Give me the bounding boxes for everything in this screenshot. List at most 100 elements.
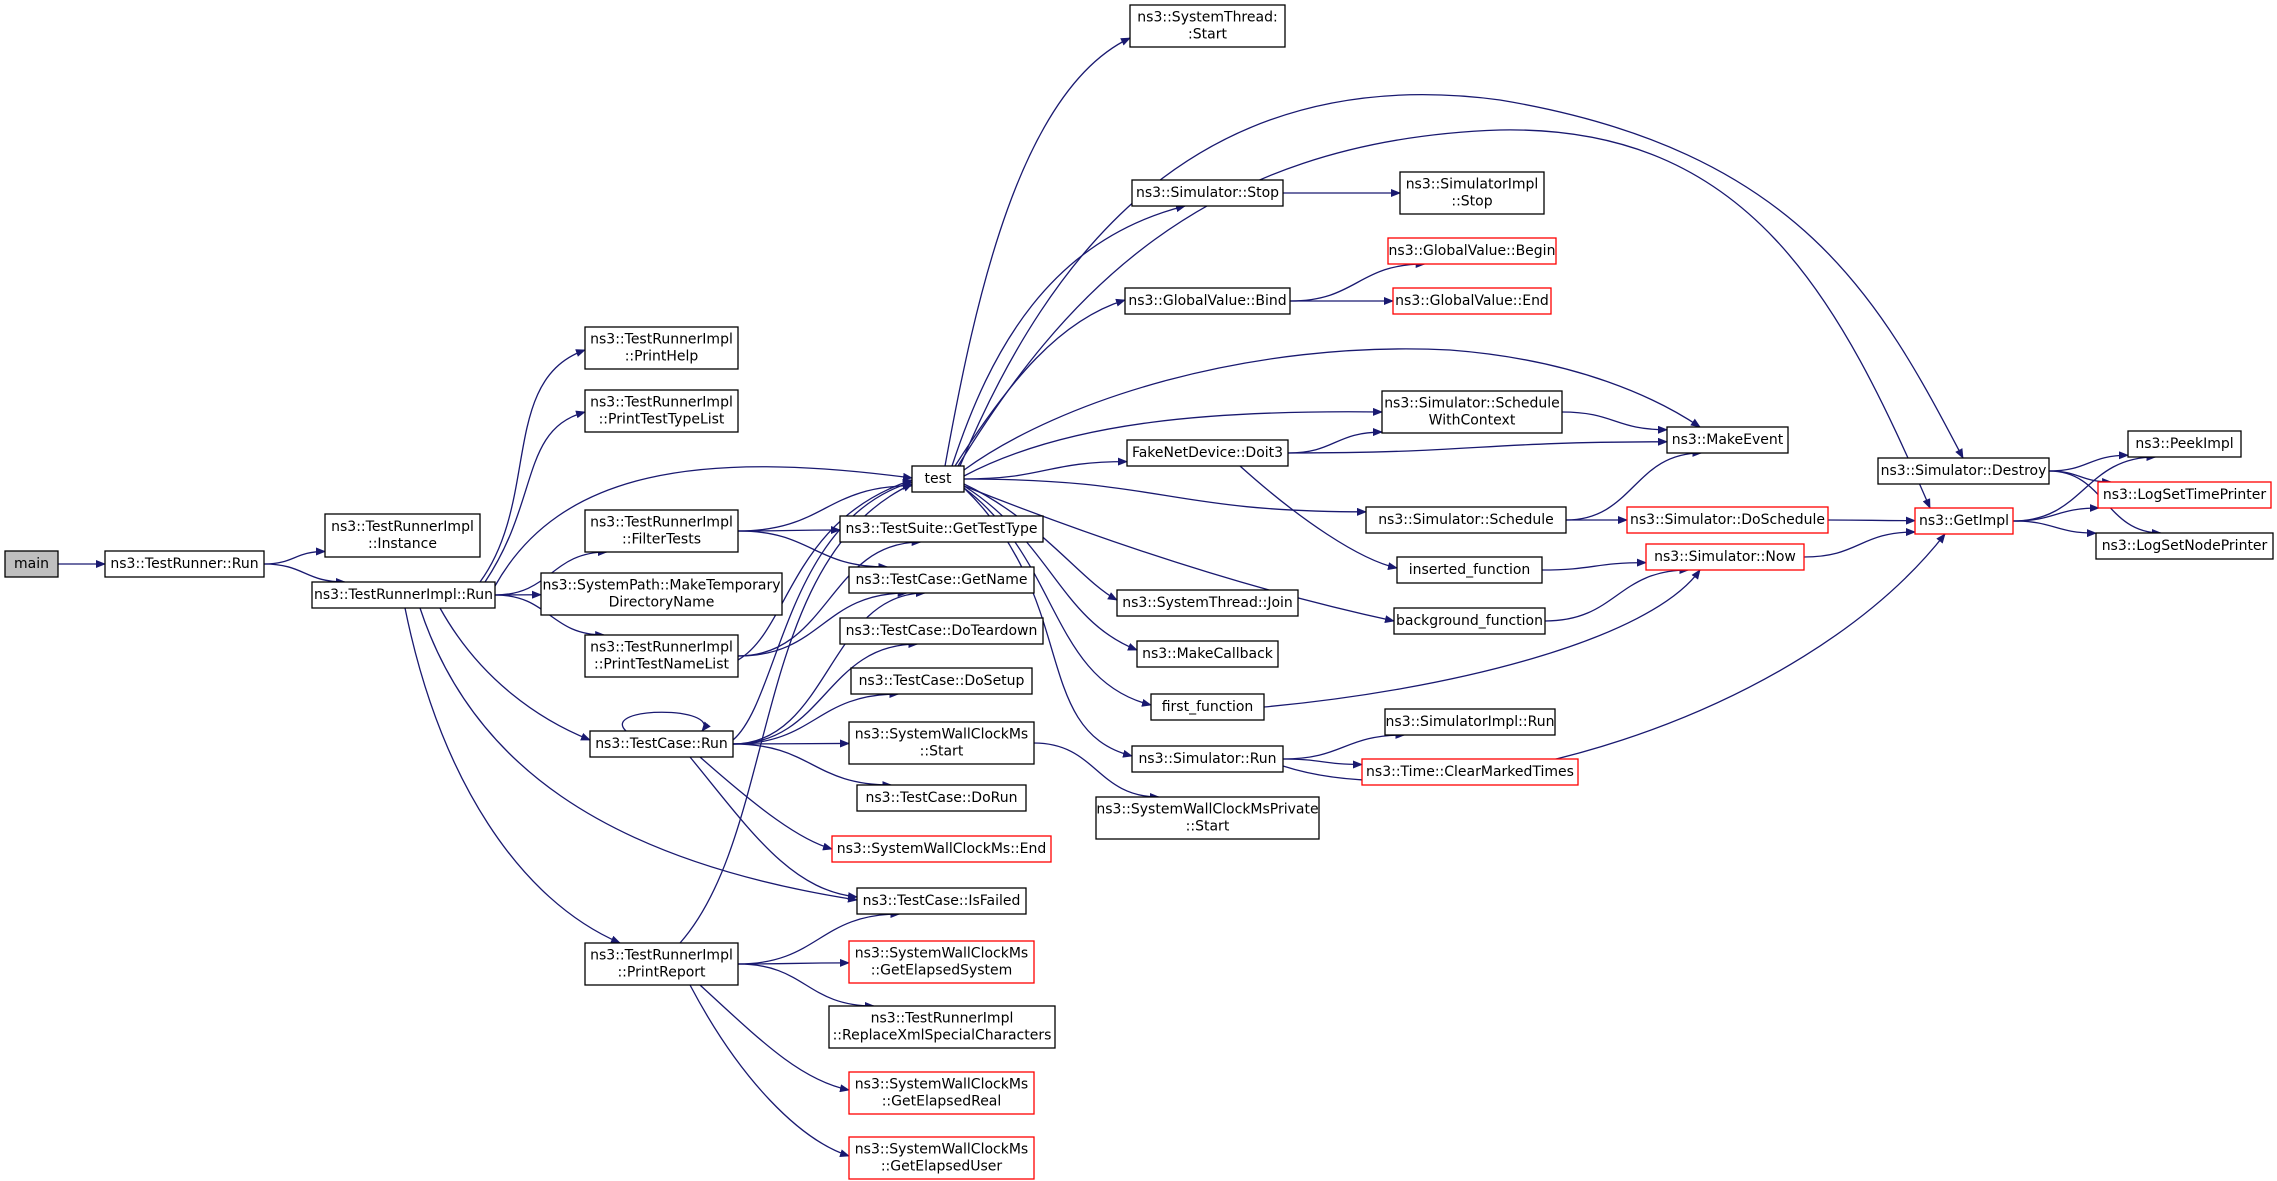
node-get-name[interactable]: ns3::TestCase::GetName (848, 566, 1035, 594)
node-do-setup[interactable]: ns3::TestCase::DoSetup (850, 667, 1033, 695)
node-label: ns3::TestRunnerImpl (590, 395, 733, 411)
node-instance[interactable]: ns3::TestRunnerImpl::Instance (324, 513, 481, 558)
node-label: ns3::TestRunnerImpl::Run (314, 587, 493, 603)
node-systhread-start[interactable]: ns3::SystemThread::Start (1129, 4, 1286, 48)
node-swc-end[interactable]: ns3::SystemWallClockMs::End (831, 835, 1052, 863)
node-sim-stop[interactable]: ns3::Simulator::Stop (1131, 179, 1284, 207)
node-test[interactable]: test (911, 465, 965, 493)
node-filter-tests[interactable]: ns3::TestRunnerImpl::FilterTests (584, 509, 739, 553)
edge-print-name-list-to-get-test-type (737, 538, 922, 657)
node-label: ns3::Simulator::Destroy (1881, 463, 2047, 479)
node-get-elapsed-user[interactable]: ns3::SystemWallClockMs::GetElapsedUser (848, 1136, 1035, 1180)
node-first-function[interactable]: first_function (1150, 693, 1265, 721)
node-box (1126, 439, 1289, 467)
edge-inserted-function-to-sim-now (1541, 558, 1647, 571)
node-replace-xml[interactable]: ns3::TestRunnerImpl::ReplaceXmlSpecialCh… (828, 1005, 1056, 1049)
node-box (589, 730, 734, 758)
node-box (1877, 457, 2050, 485)
node-do-schedule[interactable]: ns3::Simulator::DoSchedule (1626, 506, 1829, 534)
node-simimpl-run[interactable]: ns3::SimulatorImpl::Run (1384, 708, 1556, 736)
node-print-report[interactable]: ns3::TestRunnerImpl::PrintReport (584, 942, 739, 986)
node-get-elapsed-system[interactable]: ns3::SystemWallClockMs::GetElapsedSystem (848, 940, 1035, 984)
node-make-temp-dir[interactable]: ns3::SystemPath::MakeTemporaryDirectoryN… (540, 572, 783, 616)
node-label: ns3::GetImpl (1919, 513, 2009, 529)
node-print-type-list[interactable]: ns3::TestRunnerImpl::PrintTestTypeList (584, 389, 739, 433)
edge-test-to-systhread-start (944, 37, 1131, 467)
node-impl-run[interactable]: ns3::TestRunnerImpl::Run (311, 581, 496, 609)
node-log-set-time[interactable]: ns3::LogSetTimePrinter (2097, 481, 2272, 509)
node-label: ns3::TestSuite::GetTestType (846, 521, 1038, 537)
node-label: ns3::Simulator::Stop (1136, 185, 1279, 201)
node-label: first_function (1162, 699, 1254, 715)
node-get-impl[interactable]: ns3::GetImpl (1914, 507, 2014, 535)
node-sim-schedule[interactable]: ns3::Simulator::Schedule (1365, 506, 1567, 534)
node-sim-destroy[interactable]: ns3::Simulator::Destroy (1877, 457, 2050, 485)
edge-first-function-to-sim-now (1263, 569, 1701, 708)
node-do-teardown[interactable]: ns3::TestCase::DoTeardown (839, 617, 1044, 645)
node-sim-run[interactable]: ns3::Simulator::Run (1131, 745, 1284, 773)
node-box (311, 581, 496, 609)
edge-print-report-to-get-elapsed-user (689, 984, 850, 1158)
node-box (1914, 507, 2014, 535)
edge-doit3-to-schedule-ctx (1287, 428, 1383, 454)
node-swcp-start[interactable]: ns3::SystemWallClockMsPrivate::Start (1095, 796, 1320, 840)
edge-doit3-to-inserted-function (1239, 465, 1398, 571)
edge-doit3-to-make-event (1287, 437, 1668, 454)
node-main[interactable]: main (4, 550, 59, 578)
node-label: ::FilterTests (622, 532, 701, 548)
edge-sim-destroy-to-log-set-time (2048, 470, 2113, 486)
edge-filter-tests-to-test (737, 481, 913, 532)
node-box (856, 784, 1027, 812)
node-gv-begin[interactable]: ns3::GlobalValue::Begin (1387, 237, 1557, 265)
edge-sim-now-to-get-impl (1803, 528, 1916, 558)
node-sim-now[interactable]: ns3::Simulator::Now (1645, 543, 1805, 571)
node-box (1396, 556, 1543, 584)
node-do-run[interactable]: ns3::TestCase::DoRun (856, 784, 1027, 812)
node-box (1131, 179, 1284, 207)
node-label: ns3::LogSetNodePrinter (2102, 538, 2268, 554)
node-systhread-join[interactable]: ns3::SystemThread::Join (1116, 589, 1299, 617)
node-label: ns3::Simulator::Schedule (1384, 396, 1560, 412)
node-make-event[interactable]: ns3::MakeEvent (1666, 426, 1789, 454)
node-log-set-node[interactable]: ns3::LogSetNodePrinter (2095, 532, 2274, 560)
edge-runner-run-to-impl-run (263, 563, 346, 586)
node-box (1095, 796, 1320, 840)
node-swc-start[interactable]: ns3::SystemWallClockMs::Start (848, 721, 1035, 765)
node-box (1131, 745, 1284, 773)
node-print-help[interactable]: ns3::TestRunnerImpl::PrintHelp (584, 326, 739, 370)
node-label: ns3::TestRunner::Run (110, 556, 258, 572)
node-gv-bind[interactable]: ns3::GlobalValue::Bind (1124, 287, 1291, 315)
node-label: ns3::SimulatorImpl (1406, 177, 1539, 193)
node-box (1645, 543, 1805, 571)
node-label: ns3::GlobalValue::End (1395, 293, 1549, 309)
node-box (1626, 506, 1829, 534)
node-simimpl-stop[interactable]: ns3::SimulatorImpl::Stop (1399, 171, 1545, 215)
node-label: ns3::Simulator::Schedule (1378, 512, 1554, 528)
node-box (848, 940, 1035, 984)
edge-sim-schedule-to-make-event (1565, 449, 1703, 521)
node-testcase-run[interactable]: ns3::TestCase::Run (589, 730, 734, 758)
node-label: ::GetElapsedSystem (871, 963, 1013, 979)
edge-test-to-sim-destroy (959, 94, 1964, 467)
node-background-function[interactable]: background_function (1393, 607, 1546, 635)
edge-impl-run-to-print-help (479, 349, 586, 583)
node-box (831, 835, 1052, 863)
edge-background-function-to-sim-now (1544, 566, 1690, 622)
edge-swc-start-to-swcp-start (1033, 742, 1160, 801)
node-clear-marked-times[interactable]: ns3::Time::ClearMarkedTimes (1361, 758, 1579, 786)
edge-impl-run-to-test (494, 466, 913, 587)
node-gv-end[interactable]: ns3::GlobalValue::End (1392, 287, 1552, 315)
node-get-test-type[interactable]: ns3::TestSuite::GetTestType (839, 515, 1044, 543)
edge-sim-run-to-clear-marked-times (1282, 758, 1363, 769)
node-peek-impl[interactable]: ns3::PeekImpl (2127, 430, 2242, 458)
node-label: ns3::TestRunnerImpl (590, 332, 733, 348)
node-doit3[interactable]: FakeNetDevice::Doit3 (1126, 439, 1289, 467)
node-inserted-function[interactable]: inserted_function (1396, 556, 1543, 584)
node-print-name-list[interactable]: ns3::TestRunnerImpl::PrintTestNameList (584, 634, 739, 678)
node-is-failed[interactable]: ns3::TestCase::IsFailed (856, 887, 1027, 915)
node-make-callback[interactable]: ns3::MakeCallback (1136, 640, 1279, 668)
node-runner-run[interactable]: ns3::TestRunner::Run (104, 550, 265, 578)
node-label: ns3::SystemWallClockMsPrivate (1096, 802, 1318, 818)
node-get-elapsed-real[interactable]: ns3::SystemWallClockMs::GetElapsedReal (848, 1071, 1035, 1115)
